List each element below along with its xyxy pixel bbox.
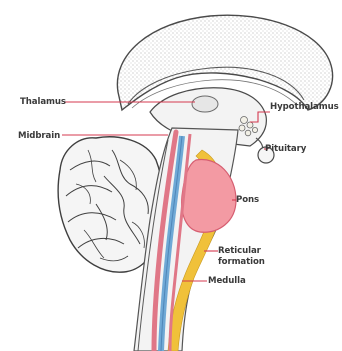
reticular-label-line1: Reticular <box>218 246 265 257</box>
reticular-label-line2: formation <box>218 257 265 268</box>
hypothalamus-label: Hypothalamus <box>270 102 339 112</box>
thalamus-label: Thalamus <box>20 97 66 107</box>
reticular-formation-label: Reticular formation <box>218 246 265 268</box>
pons-label: Pons <box>236 195 259 205</box>
medulla-label: Medulla <box>208 276 246 286</box>
thalamus-structure <box>192 96 218 112</box>
midbrain-label: Midbrain <box>18 131 60 141</box>
pituitary-label: Pituitary <box>265 144 306 154</box>
